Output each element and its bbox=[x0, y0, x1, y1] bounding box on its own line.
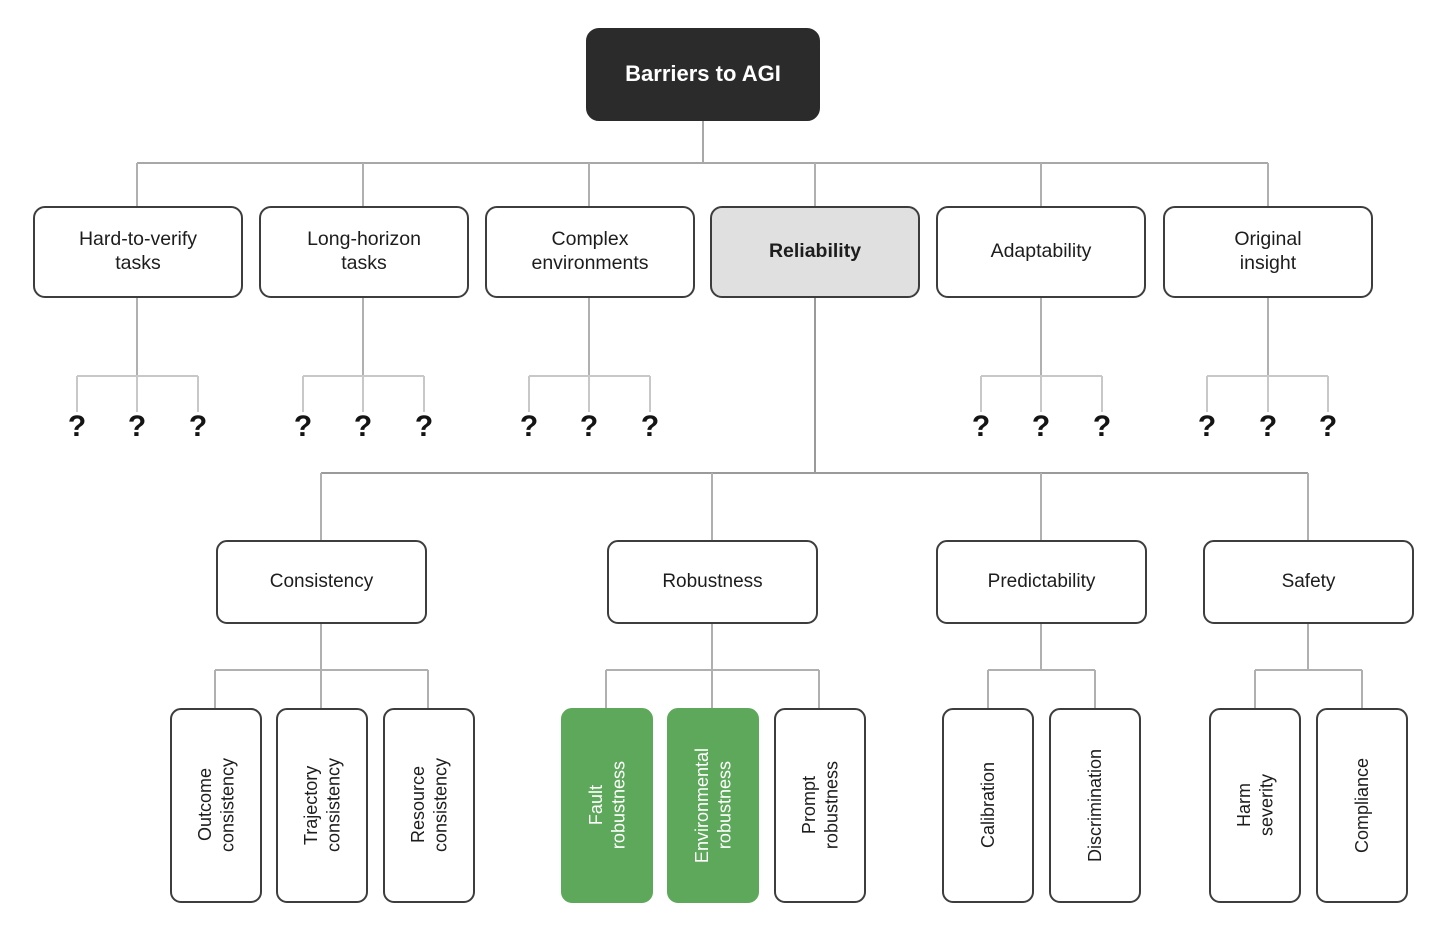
node-outcome-consistency[interactable]: Outcome consistency bbox=[170, 708, 262, 903]
node-label: Reliability bbox=[768, 240, 862, 263]
node-label: Resource consistency bbox=[407, 758, 450, 853]
placeholder-question-mark: ? bbox=[1197, 410, 1217, 443]
node-predictability[interactable]: Predictability bbox=[936, 540, 1147, 624]
node-consistency[interactable]: Consistency bbox=[216, 540, 427, 624]
node-fault-robustness[interactable]: Fault robustness bbox=[561, 708, 653, 903]
node-resource-consistency[interactable]: Resource consistency bbox=[383, 708, 475, 903]
node-calibration[interactable]: Calibration bbox=[942, 708, 1034, 903]
placeholder-question-mark: ? bbox=[519, 410, 539, 443]
placeholder-question-mark: ? bbox=[1318, 410, 1338, 443]
node-label: Discrimination bbox=[1084, 748, 1105, 863]
node-label: Robustness bbox=[662, 571, 763, 593]
node-prompt-robustness[interactable]: Prompt robustness bbox=[774, 708, 866, 903]
node-label: Compliance bbox=[1351, 757, 1372, 854]
placeholder-question-mark: ? bbox=[640, 410, 660, 443]
placeholder-question-mark: ? bbox=[971, 410, 991, 443]
node-robustness[interactable]: Robustness bbox=[607, 540, 818, 624]
node-safety[interactable]: Safety bbox=[1203, 540, 1414, 624]
placeholder-question-mark: ? bbox=[127, 410, 147, 443]
placeholder-question-mark: ? bbox=[353, 410, 373, 443]
node-label: Barriers to AGI bbox=[625, 61, 781, 87]
placeholder-question-mark: ? bbox=[67, 410, 87, 443]
placeholder-question-mark: ? bbox=[1258, 410, 1278, 443]
placeholder-question-mark: ? bbox=[293, 410, 313, 443]
node-label: Harm severity bbox=[1233, 774, 1276, 837]
node-environmental-robustness[interactable]: Environmental robustness bbox=[667, 708, 759, 903]
node-label: Environmental robustness bbox=[691, 747, 734, 864]
node-label: Calibration bbox=[977, 762, 998, 849]
node-compliance[interactable]: Compliance bbox=[1316, 708, 1408, 903]
node-trajectory-consistency[interactable]: Trajectory consistency bbox=[276, 708, 368, 903]
node-label: Fault robustness bbox=[585, 761, 628, 850]
node-label: Consistency bbox=[269, 571, 374, 593]
placeholder-question-mark: ? bbox=[414, 410, 434, 443]
placeholder-question-mark: ? bbox=[1092, 410, 1112, 443]
node-label: Trajectory consistency bbox=[300, 758, 343, 853]
node-root-barriers-to-agi[interactable]: Barriers to AGI bbox=[586, 28, 820, 121]
node-adaptability[interactable]: Adaptability bbox=[936, 206, 1146, 298]
node-label: Safety bbox=[1281, 571, 1336, 593]
placeholder-question-mark: ? bbox=[188, 410, 208, 443]
node-reliability[interactable]: Reliability bbox=[710, 206, 920, 298]
node-label: Outcome consistency bbox=[194, 758, 237, 853]
node-discrimination[interactable]: Discrimination bbox=[1049, 708, 1141, 903]
node-label: Prompt robustness bbox=[798, 761, 841, 850]
node-label: Adaptability bbox=[990, 240, 1092, 263]
placeholder-question-mark: ? bbox=[579, 410, 599, 443]
node-label: Predictability bbox=[987, 571, 1096, 593]
placeholder-question-mark: ? bbox=[1031, 410, 1051, 443]
node-harm-severity[interactable]: Harm severity bbox=[1209, 708, 1301, 903]
